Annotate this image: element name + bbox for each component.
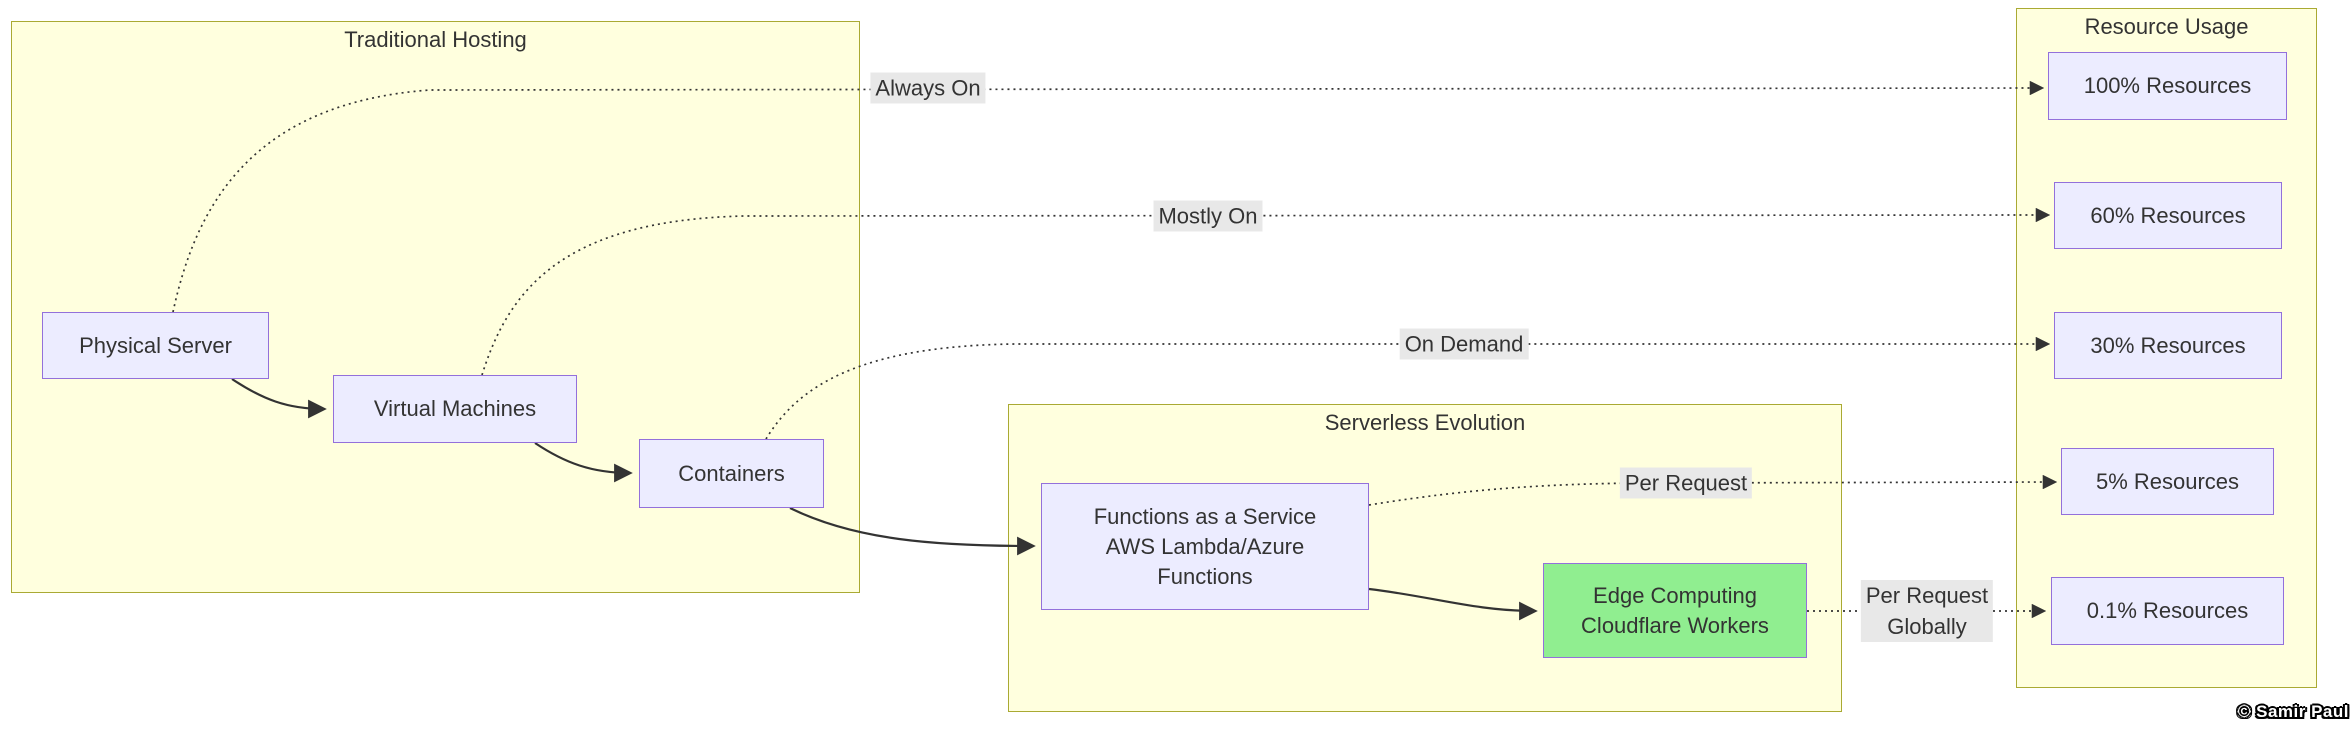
edge-label-always-on: Always On [870, 72, 986, 104]
node-virtual-machines-label: Virtual Machines [373, 396, 537, 421]
node-functions-as-a-service: Functions as a Service AWS Lambda/Azure … [1041, 483, 1369, 610]
node-edge-computing-line1: Edge Computing [1593, 582, 1757, 608]
edge-label-per-request-globally-line2: Globally [1887, 614, 1967, 639]
node-edge-computing: Edge Computing Cloudflare Workers [1543, 563, 1807, 658]
cluster-title-traditional-hosting: Traditional Hosting [344, 27, 527, 52]
edge-label-on-demand: On Demand [1399, 328, 1529, 360]
node-containers: Containers [639, 439, 824, 508]
node-virtual-machines: Virtual Machines [333, 375, 577, 443]
node-faas-line2: AWS Lambda/Azure [1105, 533, 1305, 559]
node-01-resources: 0.1% Resources [2051, 577, 2284, 645]
node-edge-computing-line2: Cloudflare Workers [1581, 612, 1769, 638]
node-containers-label: Containers [678, 460, 785, 486]
node-01-resources-label: 0.1% Resources [2086, 598, 2249, 623]
node-5-resources: 5% Resources [2061, 448, 2274, 515]
cluster-title-resource-usage: Resource Usage [2084, 14, 2249, 39]
edge-physical-to-virtual [231, 378, 327, 419]
node-5-resources-label: 5% Resources [2095, 468, 2240, 494]
edge-label-per-request-globally: Per Request Globally [1860, 580, 1994, 642]
edge-virtual-to-containers [534, 442, 633, 483]
node-physical-server-label: Physical Server [79, 332, 232, 358]
edge-label-per-request-globally-line1: Per Request [1865, 583, 1989, 608]
edge-faas-to-edge-computing [1368, 587, 1538, 621]
watermark-credit: © Samir Paul [2237, 702, 2349, 721]
node-faas-line1: Functions as a Service [1093, 503, 1317, 529]
node-30-resources-label: 30% Resources [2090, 332, 2246, 358]
edge-label-mostly-on: Mostly On [1153, 200, 1263, 232]
node-100-resources-label: 100% Resources [2083, 73, 2252, 98]
node-60-resources-label: 60% Resources [2090, 202, 2246, 228]
edge-containers-to-faas [789, 507, 1036, 556]
edge-label-per-request: Per Request [1619, 467, 1753, 499]
node-faas-line3: Functions [1157, 563, 1253, 589]
cluster-traditional-hosting: Traditional Hosting [11, 21, 860, 593]
node-100-resources: 100% Resources [2048, 52, 2287, 120]
node-60-resources: 60% Resources [2054, 182, 2282, 249]
node-30-resources: 30% Resources [2054, 312, 2282, 379]
edge-physical-to-100-resources [172, 80, 2045, 313]
cluster-title-serverless-evolution: Serverless Evolution [1324, 410, 1526, 435]
edge-virtual-to-60-resources [481, 207, 2051, 376]
node-physical-server: Physical Server [42, 312, 269, 379]
